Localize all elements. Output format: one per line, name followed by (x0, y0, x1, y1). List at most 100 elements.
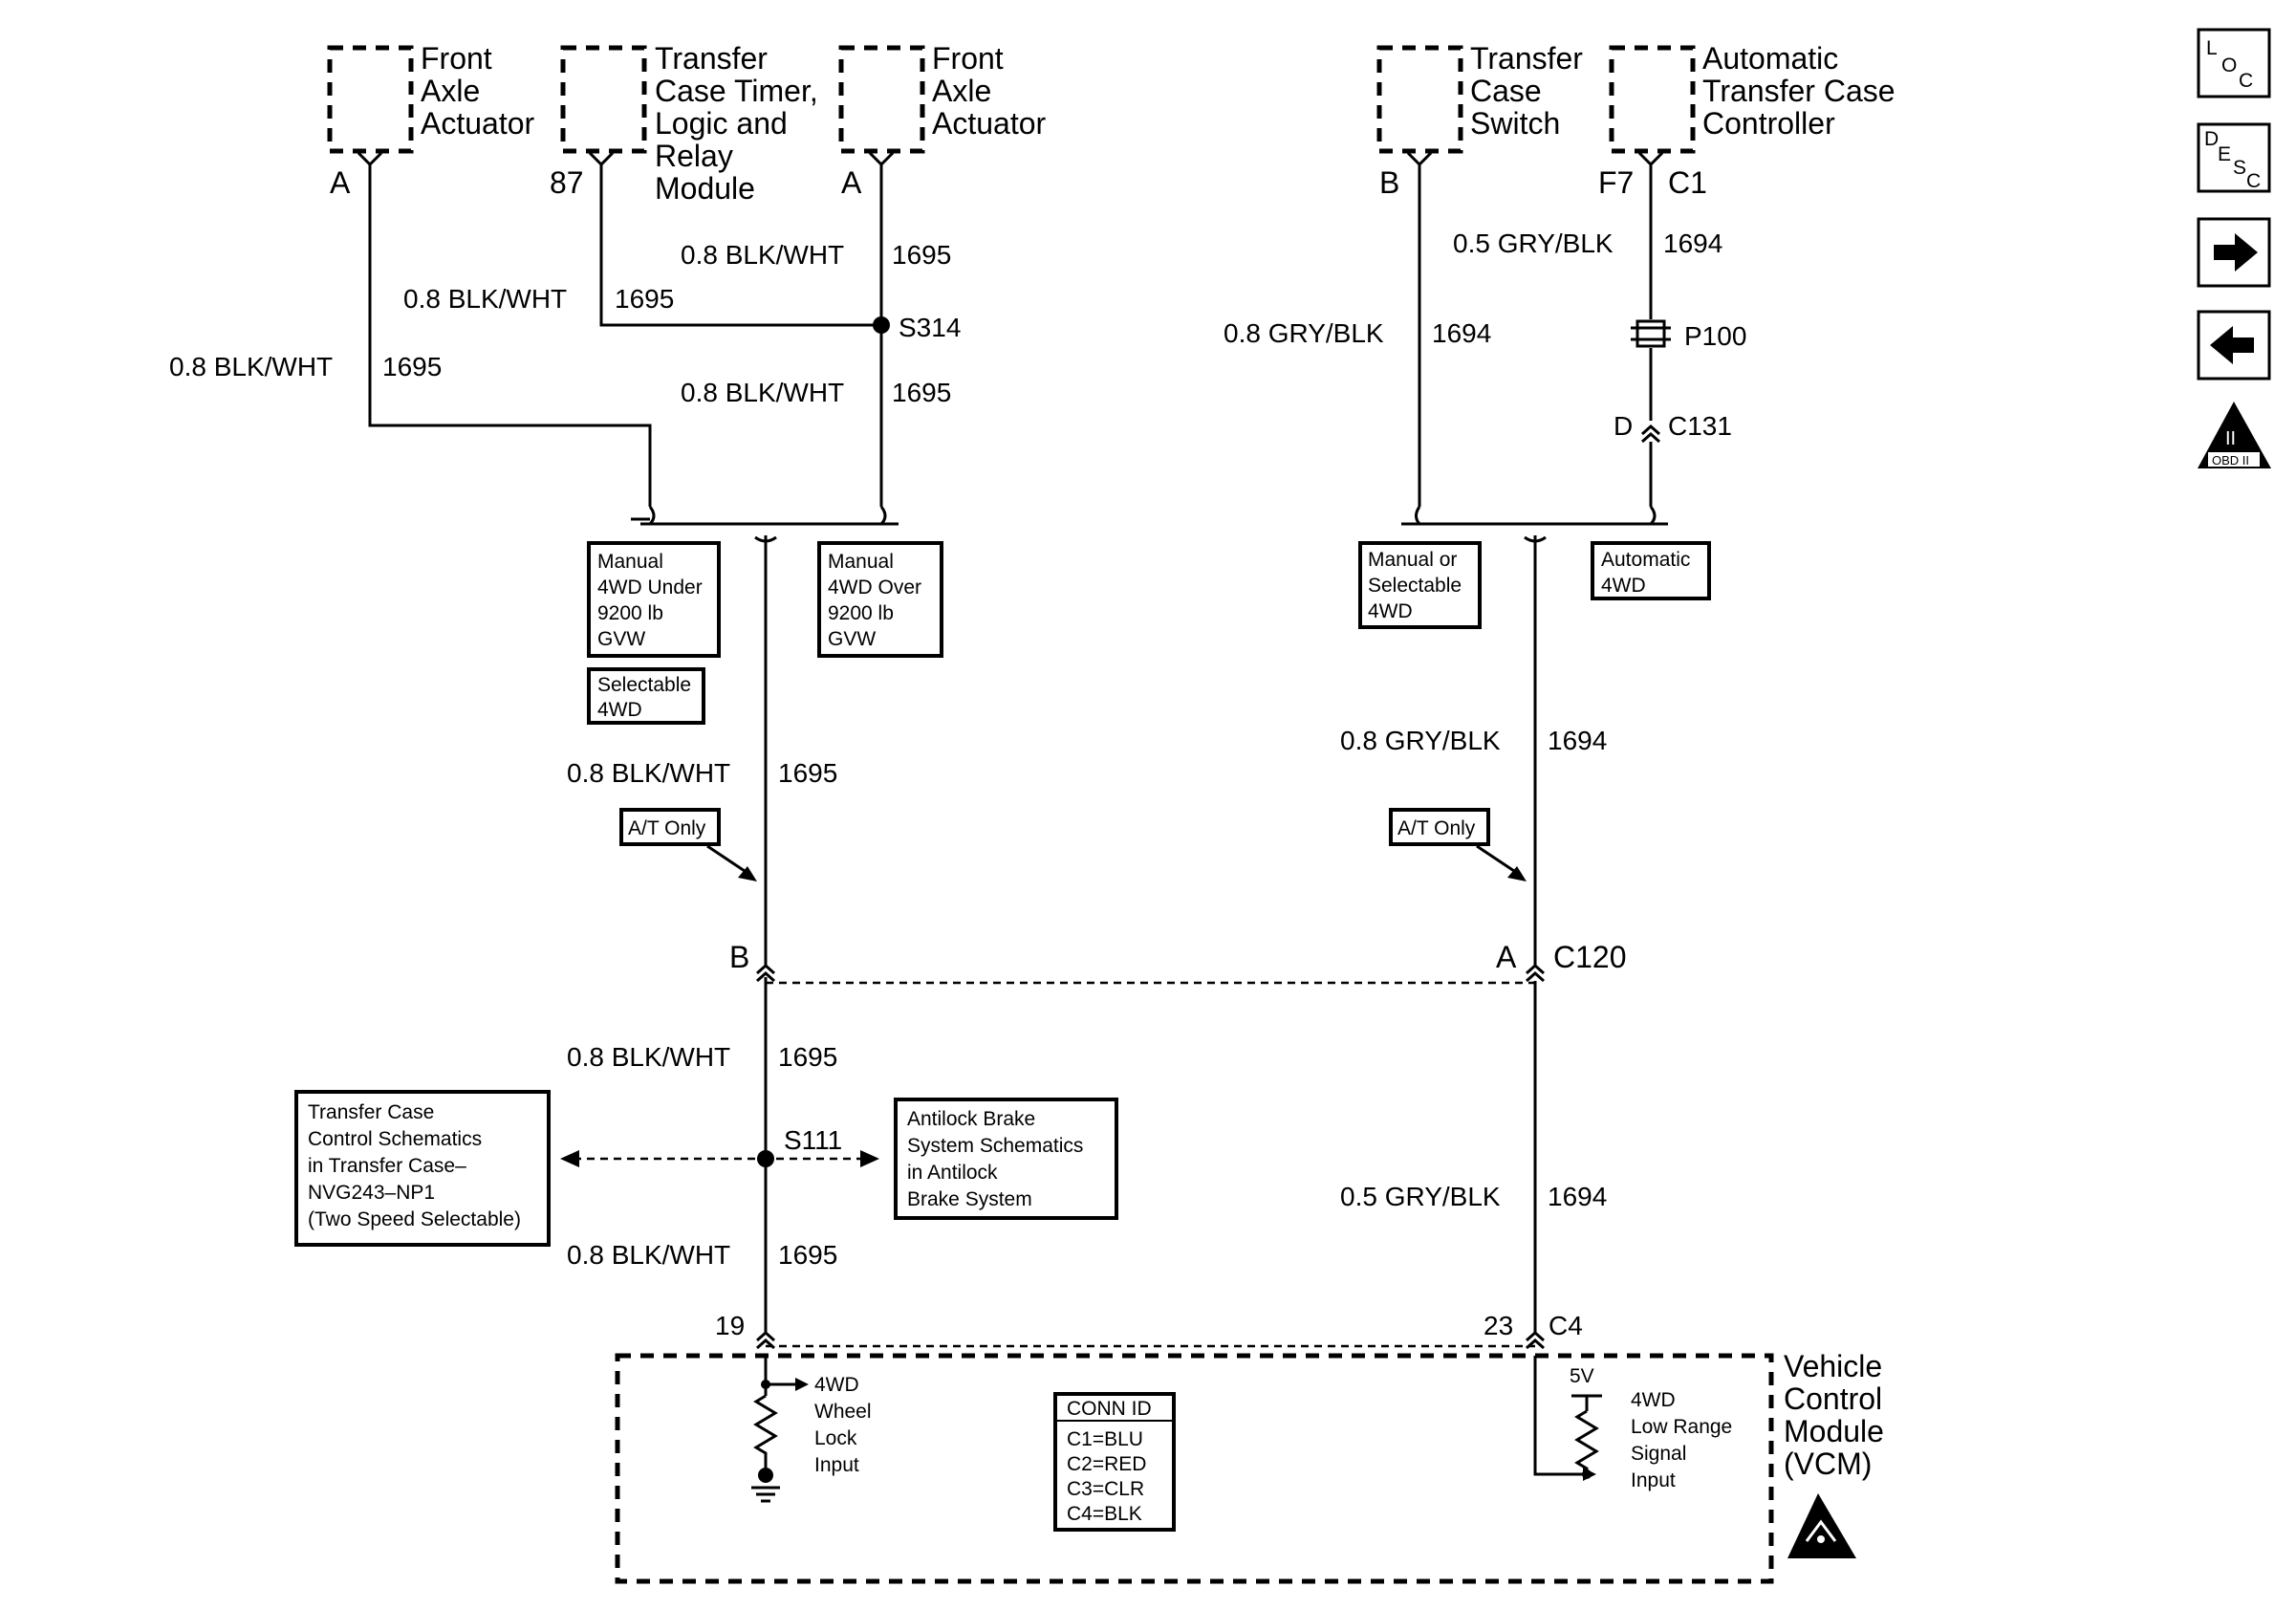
splice-s111-label: S111 (784, 1125, 842, 1155)
reference-text: Control Schematics (308, 1128, 482, 1150)
component-label: Switch (1470, 106, 1560, 141)
component-label: Front (421, 41, 492, 76)
obd-ii-button[interactable]: OBD II II (2198, 402, 2271, 468)
splice-s314-label: S314 (899, 313, 961, 342)
conn-id-row: C4=BLK (1067, 1503, 1142, 1525)
connector-c120: B A C120 (729, 940, 1627, 985)
connector-label: C4 (1549, 1311, 1583, 1340)
front-axle-actuator-left: Front Axle Actuator A (327, 41, 535, 200)
circuit-number: 1694 (1432, 318, 1491, 348)
vcm-text: Wheel (814, 1401, 872, 1423)
pin-label: A (330, 165, 351, 200)
loc-button[interactable]: L O C (2197, 28, 2271, 98)
automatic-transfer-case-controller: Automatic Transfer Case Controller F7 C1 (1598, 41, 1895, 200)
arrow-left-icon (2210, 326, 2254, 364)
circuit-number: 1695 (778, 1042, 837, 1072)
nav-letter: S (2233, 157, 2246, 179)
pin-label: A (841, 165, 862, 200)
pin-label: 23 (1484, 1311, 1513, 1340)
connector-label: C120 (1553, 940, 1627, 974)
wire-color-label: 0.8 BLK/WHT (403, 284, 567, 314)
previous-arrow-button[interactable] (2197, 310, 2271, 381)
component-label: Actuator (421, 106, 535, 141)
component-label: Controller (1702, 106, 1835, 141)
option-text: Automatic (1601, 549, 1690, 571)
reference-text: Antilock Brake (907, 1108, 1035, 1130)
component-label: Axle (421, 74, 480, 108)
nav-letter: D (2204, 128, 2219, 150)
option-text: Selectable (1368, 575, 1462, 597)
left-circuit-wires (368, 172, 899, 1334)
wheel-lock-input-circuit: 4WD Wheel Lock Input (751, 1356, 872, 1503)
wire-color-label: 0.8 BLK/WHT (681, 240, 844, 270)
component-label: Case (1470, 74, 1542, 108)
reference-text: Transfer Case (308, 1101, 434, 1123)
right-circuit-wires (1401, 172, 1668, 1334)
wire-color-label: 0.8 BLK/WHT (567, 1042, 730, 1072)
option-manual-or-selectable: Manual or Selectable 4WD (1358, 541, 1482, 629)
vcm-text: Lock (814, 1427, 857, 1449)
vcm-module: Vehicle Control Module (VCM) (615, 1349, 1884, 1584)
transfer-case-switch: Transfer Case Switch B (1376, 41, 1583, 200)
reference-transfer-case-schematics[interactable]: Transfer Case Control Schematics in Tran… (294, 1090, 551, 1247)
conn-id-row: C3=CLR (1067, 1478, 1144, 1500)
option-text: GVW (597, 628, 645, 650)
vcm-text: 4WD (1631, 1389, 1676, 1411)
right-wire-labels: 0.5 GRY/BLK 1694 0.8 GRY/BLK 1694 0.8 GR… (1224, 228, 1722, 1211)
wire-color-label: 0.5 GRY/BLK (1340, 1182, 1501, 1211)
circuit-number: 1694 (1548, 1182, 1607, 1211)
component-label: Relay (655, 139, 733, 173)
s111-reference-arrows (560, 1150, 879, 1167)
option-selectable-4wd: Selectable 4WD (587, 667, 705, 725)
wire-color-label: 0.8 BLK/WHT (681, 378, 844, 407)
option-text: 4WD Under (597, 577, 703, 598)
vcm-text: Input (1631, 1469, 1676, 1491)
splice-s314-dot (873, 316, 890, 334)
at-only-note-right: A/T Only (1389, 808, 1527, 881)
reference-text: System Schematics (907, 1135, 1083, 1157)
wire-color-label: 0.8 GRY/BLK (1224, 318, 1384, 348)
reference-text: NVG243–NP1 (308, 1182, 435, 1204)
option-text: Manual (828, 551, 894, 573)
reference-abs-schematics[interactable]: Antilock Brake System Schematics in Anti… (894, 1098, 1118, 1220)
connector-label: C131 (1668, 411, 1732, 441)
pin-label: B (729, 940, 749, 974)
connector-label: C1 (1668, 165, 1707, 200)
next-arrow-button[interactable] (2197, 217, 2271, 288)
vcm-text: Input (814, 1454, 859, 1476)
option-text: Manual or (1368, 549, 1457, 571)
front-axle-actuator-right: Front Axle Actuator A (838, 41, 1047, 200)
nav-letter: C (2239, 70, 2253, 92)
component-label: Transfer (1470, 41, 1583, 76)
option-text: GVW (828, 628, 876, 650)
option-text: A/T Only (628, 817, 706, 839)
option-automatic-4wd: Automatic 4WD (1591, 541, 1711, 600)
circuit-number: 1695 (382, 352, 442, 381)
option-text: 9200 lb (828, 602, 894, 624)
vcm-text: 4WD (814, 1374, 859, 1396)
pin-label: B (1379, 165, 1399, 200)
vcm-pins: 19 23 C4 (715, 1311, 1583, 1350)
option-text: 4WD (597, 699, 642, 721)
arrow-right-icon (2214, 233, 2258, 272)
at-only-note-left: A/T Only (619, 808, 757, 881)
obd-mark: II (2225, 428, 2236, 449)
conn-id-table: CONN ID C1=BLU C2=RED C3=CLR C4=BLK (1053, 1392, 1176, 1532)
component-label: Axle (932, 74, 991, 108)
option-text: 9200 lb (597, 602, 663, 624)
circuit-number: 1694 (1548, 726, 1607, 755)
circuit-number: 1694 (1663, 228, 1722, 258)
connector-p100: P100 (1631, 319, 1746, 351)
wire-color-label: 0.5 GRY/BLK (1453, 228, 1614, 258)
component-label: Transfer (655, 41, 768, 76)
pin-label: D (1614, 411, 1633, 441)
option-text: Manual (597, 551, 663, 573)
vcm-text: Signal (1631, 1443, 1686, 1465)
reference-text: in Transfer Case– (308, 1155, 466, 1177)
conn-id-row: C2=RED (1067, 1453, 1146, 1475)
option-manual-over: Manual 4WD Over 9200 lb GVW (817, 541, 943, 658)
nav-letter: O (2221, 54, 2237, 76)
desc-button[interactable]: D E S C (2197, 122, 2271, 193)
wire-color-label: 0.8 BLK/WHT (567, 1240, 730, 1270)
